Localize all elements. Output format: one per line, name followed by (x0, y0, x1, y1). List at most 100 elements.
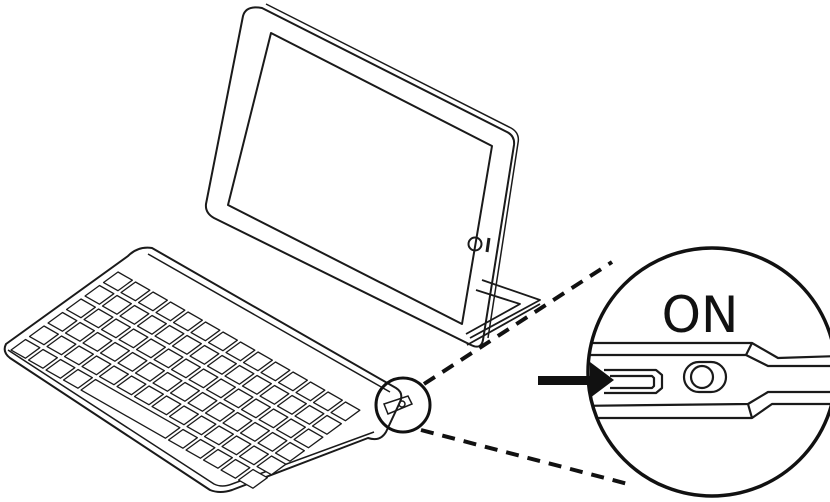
keyboard-key (65, 298, 96, 319)
keyboard-key (135, 338, 166, 359)
keyboard-key (237, 468, 268, 489)
keyboard-key (137, 291, 168, 312)
callout-port-slot (604, 368, 664, 395)
keyboard-key (189, 344, 220, 365)
keyboard-space-bar (80, 378, 181, 439)
keyboard-key (82, 331, 113, 352)
keyboard-key (185, 438, 216, 459)
keyboard-key (101, 294, 132, 315)
keyboard-key (10, 338, 41, 359)
keyboard-key (119, 304, 150, 325)
keyboard-key (167, 428, 198, 449)
power-state-label: ON (662, 286, 739, 344)
keyboard-key (28, 325, 59, 346)
keyboard-key (220, 458, 251, 479)
keyboard-key (84, 284, 115, 305)
keyboard-key (258, 408, 289, 429)
keyboard-key (153, 348, 184, 369)
keyboard-key (222, 411, 253, 432)
tablet-edge (265, 3, 520, 339)
keyboard-key (257, 431, 288, 452)
keyboard-key (207, 331, 238, 352)
keyboard-key (46, 335, 77, 356)
keyboard-key (47, 311, 78, 332)
keyboard-key (98, 365, 129, 386)
keyboard-key (171, 334, 202, 355)
callout-case-upper (588, 341, 830, 360)
keyboard-key (293, 428, 324, 449)
keyboard-key (64, 321, 95, 342)
keyboard-key (225, 341, 256, 362)
keyboard-key (154, 324, 185, 345)
keyboard-key (134, 361, 165, 382)
keyboard-key (100, 318, 131, 339)
keyboard-key (202, 448, 233, 469)
keyboard-key (242, 351, 273, 372)
keyboard-key (238, 445, 269, 466)
keyboard-key (312, 391, 343, 412)
home-button-icon (467, 236, 483, 252)
keyboard-key (256, 455, 287, 476)
keyboard-key (277, 371, 308, 392)
keyboard-key (294, 404, 325, 425)
keyboard-key (151, 395, 182, 416)
keyboard-key (206, 354, 237, 375)
keyboard (3, 246, 403, 493)
keyboard-key (204, 401, 235, 422)
tablet-screen (227, 32, 493, 325)
keyboard-key (118, 328, 149, 349)
callout-leader-lines (420, 260, 629, 486)
keyboard-lip (7, 349, 375, 487)
keyboard-key (120, 281, 151, 302)
keyboard-key (203, 425, 234, 446)
keyboard-key (205, 378, 236, 399)
keyboard-key (170, 358, 201, 379)
keyboard-key (133, 385, 164, 406)
keyboard-key (81, 355, 112, 376)
keyboard-key (186, 415, 217, 436)
keyboard-key (259, 384, 290, 405)
keyboard-key (99, 341, 130, 362)
keyboard-key (275, 418, 306, 439)
keyboard-key (224, 364, 255, 385)
keyboard-key (83, 308, 114, 329)
keyboard-key (117, 351, 148, 372)
keyboard-key (168, 405, 199, 426)
keyboard-key (223, 388, 254, 409)
switch-highlight-circle (374, 376, 432, 434)
arrow-right-icon (538, 362, 614, 398)
keyboard-key (188, 368, 219, 389)
power-switch-icon (682, 360, 728, 394)
keyboard-key (274, 441, 305, 462)
folding-stand (465, 279, 541, 346)
keyboard-key (260, 361, 291, 382)
keyboard-key (62, 368, 93, 389)
keyboard-top-edge (147, 253, 391, 393)
keyboard-power-switch (383, 395, 414, 415)
magnified-callout: ON (586, 246, 830, 498)
keyboard-key (136, 314, 167, 335)
keyboard-key (169, 381, 200, 402)
key-grid (10, 271, 361, 489)
keyboard-key (330, 401, 361, 422)
keyboard-key (221, 435, 252, 456)
tablet-side-button (485, 237, 491, 253)
keyboard-key (102, 271, 133, 292)
keyboard-key (45, 358, 76, 379)
keyboard-key (295, 381, 326, 402)
keyboard-key (155, 301, 186, 322)
tablet-body (204, 6, 516, 348)
keyboard-key (116, 375, 147, 396)
keyboard-key (239, 421, 270, 442)
keyboard-key (276, 394, 307, 415)
keyboard-key (240, 398, 271, 419)
keyboard-key (241, 374, 272, 395)
tablet (204, 3, 520, 348)
keyboard-key (27, 348, 58, 369)
keyboard-key (63, 345, 94, 366)
keyboard-key (311, 414, 342, 435)
keyboard-key (187, 391, 218, 412)
keyboard-key (172, 311, 203, 332)
keyboard-key (152, 371, 183, 392)
